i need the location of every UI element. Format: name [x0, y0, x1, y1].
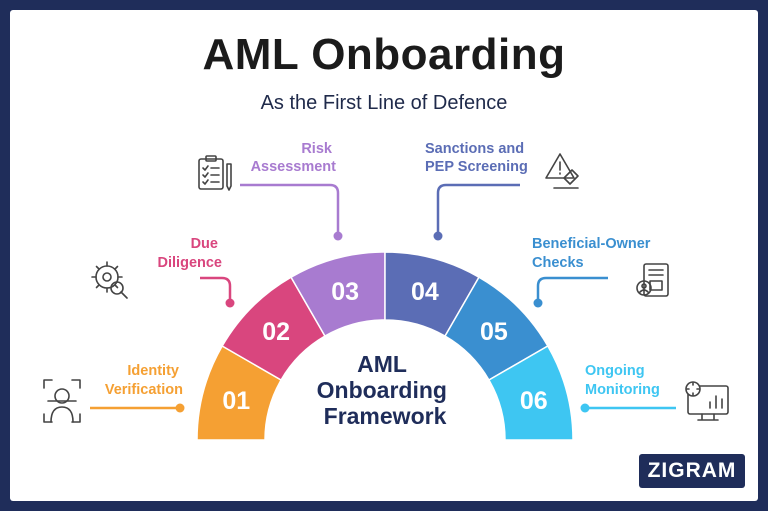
- connectors: [90, 183, 676, 413]
- center-label-line3: Framework: [324, 403, 447, 429]
- connector-05-dot: [533, 298, 543, 308]
- zigram-logo: ZIGRAM: [639, 454, 745, 488]
- step-03-label-line1: Risk: [301, 141, 333, 157]
- gear-magnifier-icon: [91, 261, 128, 299]
- step-05-label-line1: Beneficial-Owner: [532, 236, 651, 252]
- step-01-label-line2: Verification: [105, 382, 183, 398]
- connector-03-dot: [333, 231, 343, 241]
- step-03-label: Risk Assessment: [251, 141, 337, 175]
- step-03-label-line2: Assessment: [251, 159, 337, 175]
- arc-segment-06: [487, 344, 574, 441]
- step-05-label: Beneficial-Owner Checks: [532, 236, 654, 271]
- page-subtitle: As the First Line of Defence: [260, 92, 508, 114]
- step-04-label-line2: PEP Screening: [425, 159, 528, 175]
- step-number-01: 01: [222, 387, 250, 415]
- center-label-line2: Onboarding: [317, 377, 447, 403]
- connector-02-dot: [225, 298, 235, 308]
- step-number-03: 03: [331, 278, 359, 306]
- step-04-label-line1: Sanctions and: [425, 141, 524, 157]
- step-06-label-line2: Monitoring: [585, 382, 660, 398]
- step-01-label: Identity Verification: [105, 363, 183, 398]
- step-01-label-line1: Identity: [127, 363, 179, 379]
- step-02-label: Due Diligence: [158, 236, 222, 271]
- identity-scan-icon: [43, 379, 81, 423]
- warning-screening-icon: [545, 153, 579, 189]
- step-06-label-line1: Ongoing: [585, 363, 645, 379]
- connector-05: [536, 276, 608, 303]
- connector-03: [240, 183, 340, 236]
- step-02-label-line2: Diligence: [158, 255, 222, 271]
- step-number-06: 06: [520, 387, 548, 415]
- connector-04-dot: [433, 231, 443, 241]
- connector-02: [200, 276, 232, 303]
- step-02-label-line1: Due: [191, 236, 218, 252]
- step-04-label: Sanctions and PEP Screening: [425, 141, 528, 175]
- step-number-02: 02: [262, 318, 290, 346]
- checklist-clipboard-icon: [198, 155, 232, 191]
- step-number-05: 05: [480, 318, 508, 346]
- connector-01-dot: [175, 403, 185, 413]
- monitor-chart-icon: [685, 381, 729, 421]
- page-title: AML Onboarding: [202, 30, 566, 79]
- center-label-line1: AML: [357, 351, 407, 377]
- owner-document-icon: [636, 263, 669, 297]
- step-05-label-line2: Checks: [532, 255, 584, 271]
- step-number-04: 04: [411, 278, 439, 306]
- arc-segments: 01 02 03 04 05 06: [196, 251, 574, 441]
- connector-06-dot: [580, 403, 590, 413]
- center-label: AML Onboarding Framework: [317, 351, 454, 429]
- step-06-label: Ongoing Monitoring: [585, 363, 660, 398]
- connector-04: [436, 183, 520, 236]
